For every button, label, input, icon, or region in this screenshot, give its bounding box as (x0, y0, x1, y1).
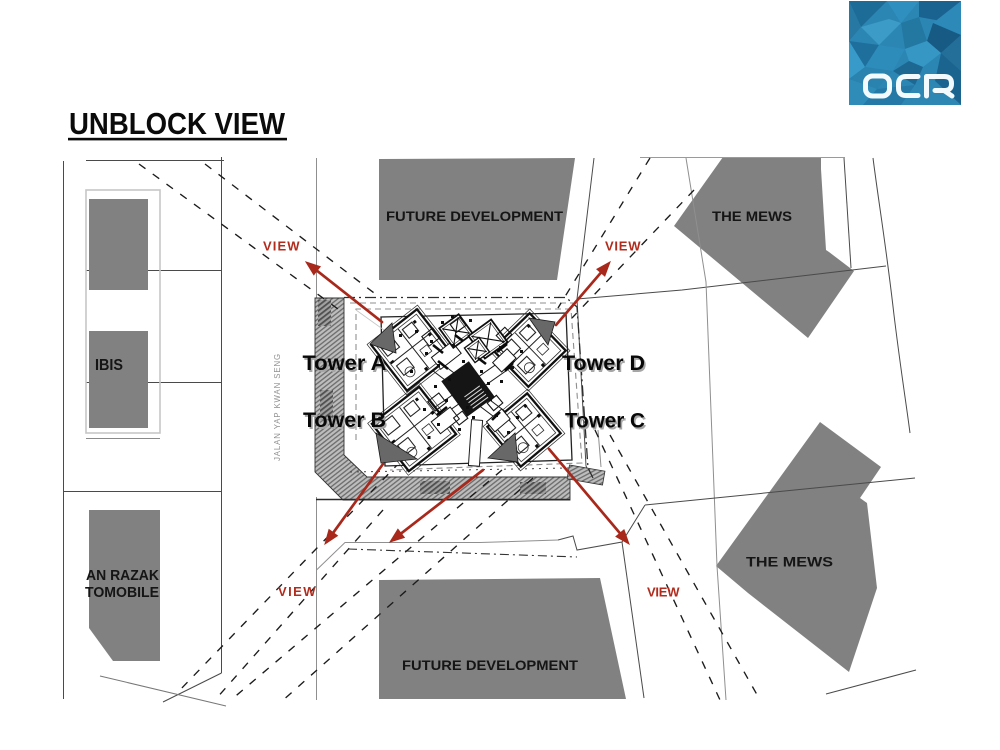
svg-text:FUTURE DEVELOPMENT: FUTURE DEVELOPMENT (386, 208, 563, 224)
svg-text:Tower A: Tower A (303, 352, 387, 375)
svg-text:Tower C: Tower C (567, 411, 647, 434)
svg-text:THE MEWS: THE MEWS (746, 554, 833, 570)
svg-text:Tower C: Tower C (565, 410, 645, 433)
svg-text:VIEW: VIEW (647, 585, 680, 600)
svg-text:VIEW: VIEW (278, 584, 316, 599)
svg-text:JALAN YAP KWAN SENG: JALAN YAP KWAN SENG (272, 353, 282, 461)
svg-text:Tower B: Tower B (303, 409, 386, 432)
svg-text:FUTURE DEVELOPMENT: FUTURE DEVELOPMENT (402, 657, 578, 673)
svg-text:Tower A: Tower A (304, 354, 388, 377)
svg-text:VIEW: VIEW (263, 239, 300, 254)
svg-text:THE MEWS: THE MEWS (712, 208, 792, 224)
svg-text:VIEW: VIEW (605, 239, 641, 254)
svg-text:AN RAZAK: AN RAZAK (86, 568, 160, 584)
svg-text:UNBLOCK VIEW: UNBLOCK VIEW (69, 106, 286, 141)
svg-text:Tower B: Tower B (305, 411, 388, 434)
svg-text:Tower D: Tower D (564, 354, 647, 377)
svg-text:IBIS: IBIS (95, 357, 123, 374)
svg-text:Tower D: Tower D (562, 352, 645, 375)
svg-text:TOMOBILE: TOMOBILE (85, 585, 159, 601)
